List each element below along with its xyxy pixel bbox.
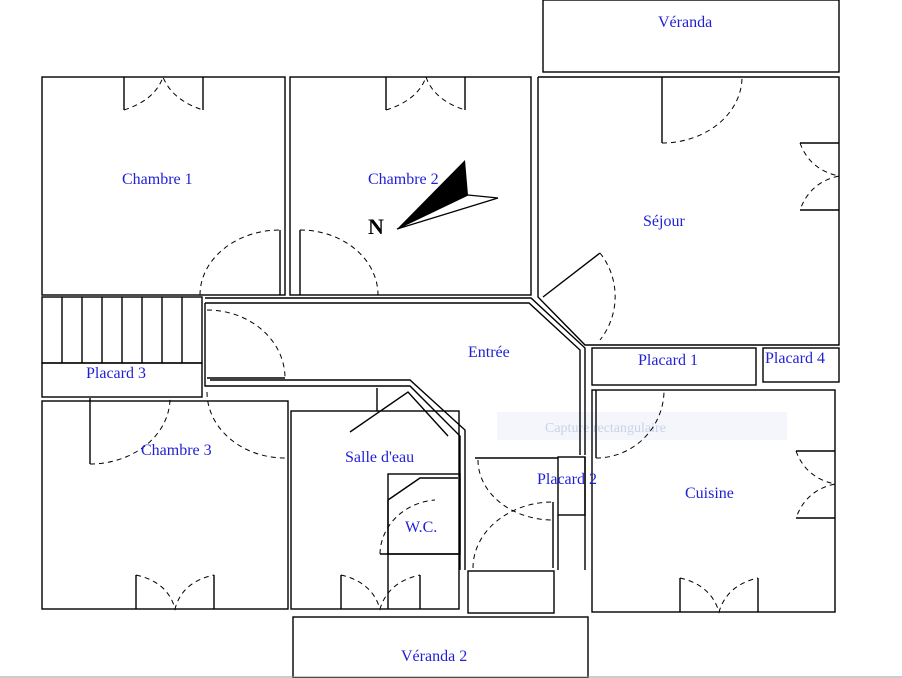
- stairs: [61, 297, 183, 363]
- doors: [89, 75, 840, 614]
- label-veranda: Véranda: [658, 14, 712, 31]
- salle-eau-room: [290, 410, 460, 610]
- room-labels: Véranda Chambre 1 Chambre 2 Séjour Entré…: [86, 14, 825, 665]
- compass-north-label: N: [368, 214, 384, 239]
- label-placard3: Placard 3: [86, 365, 146, 382]
- lower-closet: [467, 570, 555, 614]
- compass-needle-dark: [397, 160, 468, 229]
- label-veranda2: Véranda 2: [401, 648, 467, 665]
- label-sejour: Séjour: [643, 213, 685, 230]
- wc-room: [387, 473, 461, 555]
- veranda2-room: [292, 616, 589, 678]
- chambre2-room: [289, 76, 532, 296]
- cuisine-room: [591, 389, 836, 613]
- label-chambre2: Chambre 2: [368, 171, 439, 188]
- sejour-room: [537, 76, 840, 346]
- compass: N: [368, 160, 499, 239]
- compass-needle-light: [396, 194, 499, 230]
- placard1-room: [591, 347, 757, 386]
- chambre1-room: [41, 76, 286, 296]
- capture-overlay-text: Capture rectangulaire: [545, 421, 666, 436]
- placard4-room: [762, 347, 840, 383]
- label-placard2: Placard 2: [537, 471, 597, 488]
- corridor-walls: [204, 252, 601, 570]
- label-salle-eau: Salle d'eau: [345, 449, 414, 466]
- label-wc: W.C.: [405, 519, 437, 536]
- label-chambre3: Chambre 3: [141, 442, 212, 459]
- label-placard1: Placard 1: [638, 352, 698, 369]
- label-cuisine: Cuisine: [685, 485, 734, 502]
- label-entree: Entrée: [468, 344, 510, 361]
- label-placard4: Placard 4: [765, 350, 825, 367]
- capture-overlay-box: [497, 412, 787, 440]
- label-chambre1: Chambre 1: [122, 171, 193, 188]
- veranda-room: [542, 0, 840, 73]
- chambre3-room: [41, 400, 289, 610]
